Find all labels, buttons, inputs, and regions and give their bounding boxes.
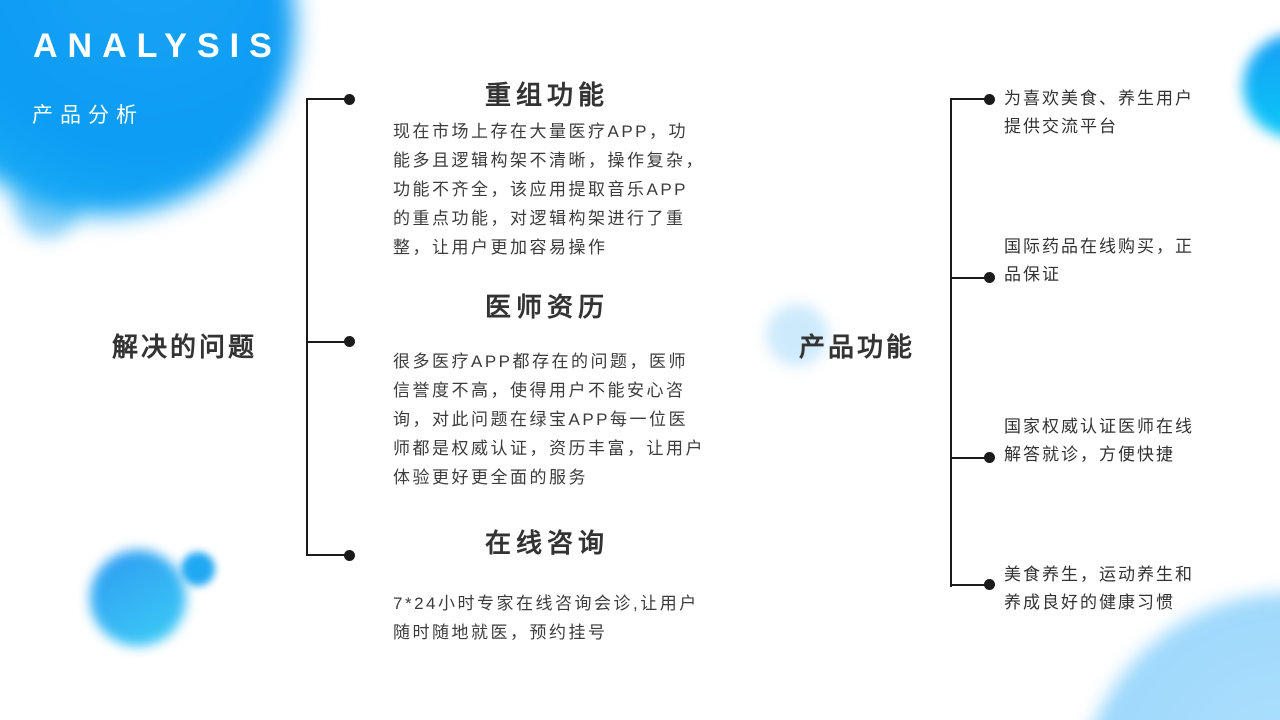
left-tree-dot-2 [344, 336, 355, 347]
decor-circle-bottom-left-large [90, 550, 186, 646]
right-section-label: 产品功能 [799, 332, 916, 362]
right-tree-dot-3 [984, 452, 995, 463]
right-item-4: 美食养生，运动养生和养成良好的健康习惯 [1004, 565, 1194, 612]
decor-circle-behind-right-label [766, 304, 828, 366]
right-tree-branch-line-3 [950, 457, 986, 459]
right-item-2: 国际药品在线购买，正品保证 [1004, 237, 1194, 284]
left-tree-branch-line-1 [306, 98, 348, 100]
left-item-description-2: 很多医疗APP都存在的问题，医师信誉度不高，使得用户不能安心咨询，对此问题在绿宝… [393, 352, 705, 487]
left-section-label: 解决的问题 [112, 332, 258, 362]
left-tree-branch-line-3 [306, 554, 348, 556]
right-tree-dot-4 [984, 579, 995, 590]
right-tree-trunk-line [950, 99, 952, 587]
right-tree-branch-line-2 [950, 277, 986, 279]
left-item-title-2: 医师资历 [484, 292, 609, 322]
right-tree-branch-line-1 [950, 98, 986, 100]
left-tree-trunk-line [306, 99, 308, 556]
decor-circle-bottom-left-small [181, 552, 215, 586]
right-item-1: 为喜欢美食、养生用户提供交流平台 [1004, 89, 1194, 136]
page-title: ANALYSIS [33, 27, 282, 65]
left-tree-branch-line-2 [306, 341, 348, 343]
right-tree-dot-2 [984, 272, 995, 283]
right-tree-branch-line-4 [950, 584, 986, 586]
left-item-description-1: 现在市场上存在大量医疗APP，功能多且逻辑构架不清晰，操作复杂，功能不齐全，该应… [393, 122, 705, 257]
left-tree-dot-3 [344, 550, 355, 561]
left-item-title-1: 重组功能 [484, 80, 609, 110]
left-item-description-3: 7*24小时专家在线咨询会诊,让用户随时随地就医，预约挂号 [393, 594, 699, 642]
right-item-3: 国家权威认证医师在线解答就诊，方便快捷 [1004, 417, 1194, 464]
page-subtitle: 产品分析 [32, 104, 144, 127]
decor-circle-top-right [1243, 34, 1280, 138]
right-tree-dot-1 [984, 94, 995, 105]
left-item-title-3: 在线咨询 [484, 528, 609, 558]
left-tree-dot-1 [344, 94, 355, 105]
